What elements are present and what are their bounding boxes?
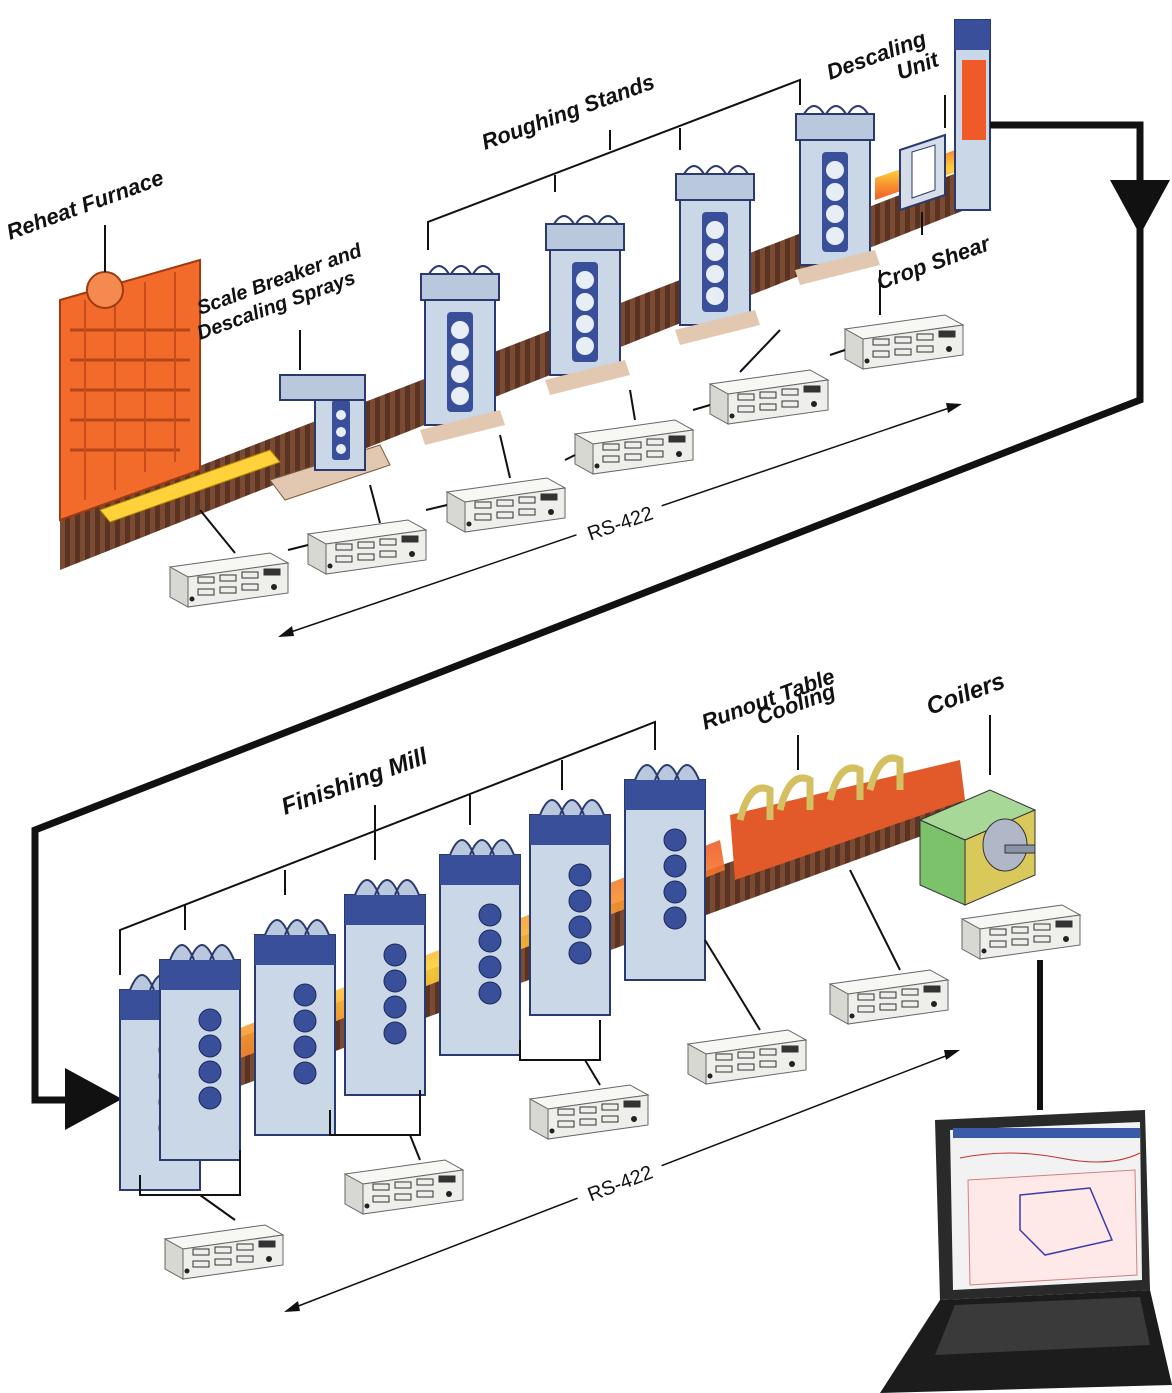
module-1 (170, 553, 288, 607)
label-finishing-mill: Finishing Mill (278, 742, 433, 820)
module-4 (575, 420, 693, 474)
label-coilers: Coilers (923, 667, 1009, 720)
flow-arrow-down (1110, 180, 1170, 235)
finishing-stand-7 (625, 765, 705, 980)
module-12 (962, 905, 1080, 959)
module-5 (710, 370, 828, 424)
roughing-stand-3 (676, 166, 754, 325)
finishing-stand-6 (530, 800, 610, 1015)
module-9 (530, 1085, 648, 1139)
finishing-stand-2 (160, 945, 240, 1160)
roughing-stand-2 (546, 216, 624, 375)
module-3 (447, 478, 565, 532)
label-reheat-furnace: Reheat Furnace (3, 165, 167, 245)
finishing-stand-4 (345, 880, 425, 1095)
laptop-icon (880, 1110, 1172, 1393)
label-crop-shear: Crop Shear (873, 230, 994, 295)
descaling-unit (955, 20, 990, 210)
flow-arrow-right (65, 1068, 122, 1130)
module-10 (688, 1030, 806, 1084)
module-11 (830, 970, 948, 1024)
finishing-stand-3 (255, 920, 335, 1135)
module-6 (845, 315, 963, 369)
finishing-stand-5 (440, 840, 520, 1055)
module-7 (165, 1225, 283, 1279)
roughing-stand-4 (796, 106, 874, 265)
module-2 (308, 520, 426, 574)
roughing-stand-1 (421, 266, 499, 425)
module-8 (345, 1160, 463, 1214)
label-roughing-stands: Roughing Stands (478, 69, 658, 155)
